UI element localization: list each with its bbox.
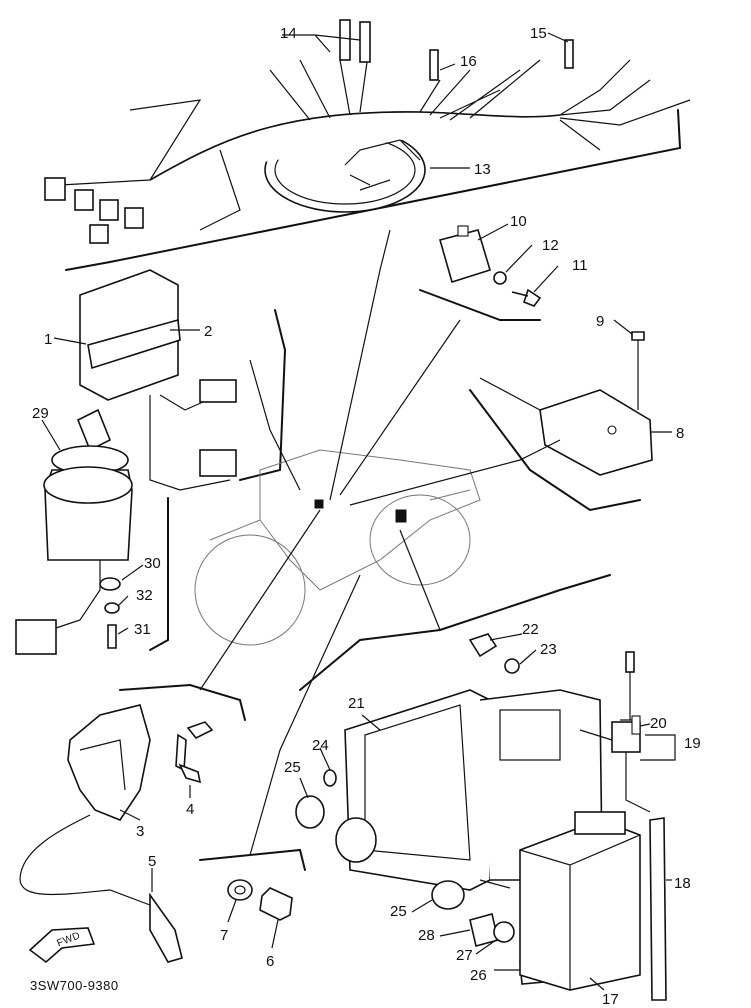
- screw-4: [178, 763, 202, 784]
- band-18: [649, 817, 667, 1001]
- bolt-6: [259, 887, 293, 921]
- screw-11: [511, 288, 542, 307]
- nut-32: [104, 602, 120, 614]
- callout-29: 29: [32, 405, 49, 422]
- main-switch-assembly: [15, 408, 133, 655]
- callout-13: 13: [474, 161, 491, 178]
- damper-25-upper: [295, 795, 325, 829]
- plug-cap-5: [149, 892, 183, 963]
- washer-23: [504, 658, 520, 674]
- relay-assembly: [439, 225, 542, 307]
- callout-4: 4: [186, 801, 194, 818]
- forward-arrow-icon: FWD: [28, 927, 96, 964]
- motorcycle-outline: [194, 449, 481, 646]
- callout-17: 17: [602, 991, 619, 1008]
- callout-7: 7: [220, 927, 228, 944]
- fuse-20: [631, 715, 641, 735]
- callout-23: 23: [540, 641, 557, 658]
- locator-lines: [199, 229, 561, 856]
- callout-2: 2: [204, 323, 212, 340]
- callout-6: 6: [266, 953, 274, 970]
- callout-14: 14: [280, 25, 297, 42]
- grommet-24: [323, 769, 337, 787]
- wire-harness: [44, 19, 691, 244]
- callout-30: 30: [144, 555, 161, 572]
- washer-27: [493, 921, 515, 943]
- callout-20: 20: [650, 715, 667, 732]
- callout-9: 9: [596, 313, 604, 330]
- callout-31: 31: [134, 621, 151, 638]
- callout-24: 24: [312, 737, 329, 754]
- washer-30: [99, 577, 121, 591]
- callout-labels: 1 2 3 4 5 6 7 8 9 10 11 12 13 14 15 16 1…: [32, 25, 701, 1008]
- ignition-coil-assembly: [19, 704, 214, 963]
- cdi-unit-assembly: [79, 269, 237, 491]
- grommet-bolt-assembly: [227, 879, 293, 921]
- diagram-code: 3SW700-9380: [30, 978, 119, 993]
- screw-9: [631, 331, 645, 341]
- leader-lines: [41, 32, 672, 991]
- callout-21: 21: [348, 695, 365, 712]
- callout-27: 27: [456, 947, 473, 964]
- callout-11: 11: [572, 257, 588, 274]
- damper-25-lower: [431, 880, 465, 910]
- group-outlines: [65, 109, 682, 871]
- regulator-8: [539, 389, 653, 476]
- callout-8: 8: [676, 425, 684, 442]
- battery-assembly: [519, 651, 676, 1001]
- callout-16: 16: [460, 53, 477, 70]
- bolt-22: [468, 633, 498, 658]
- callout-10: 10: [510, 213, 527, 230]
- callout-32: 32: [136, 587, 153, 604]
- switch-connector: [15, 619, 57, 655]
- bolt-31: [107, 624, 117, 649]
- callout-26: 26: [470, 967, 487, 984]
- callout-12: 12: [542, 237, 559, 254]
- callout-22: 22: [522, 621, 539, 638]
- callout-28: 28: [418, 927, 435, 944]
- callout-1: 1: [44, 331, 52, 348]
- callout-3: 3: [136, 823, 144, 840]
- washer-12: [493, 271, 507, 285]
- regulator-assembly: [479, 331, 653, 476]
- band-2: [87, 318, 181, 370]
- callout-25-lower: 25: [390, 903, 407, 920]
- washer-7: [227, 879, 253, 901]
- callout-25-upper: 25: [284, 759, 301, 776]
- callout-15: 15: [530, 25, 547, 42]
- callout-18: 18: [674, 875, 691, 892]
- ignition-coil-3: [67, 704, 151, 821]
- callout-5: 5: [148, 853, 156, 870]
- battery-17: [519, 819, 641, 991]
- callout-19: 19: [684, 735, 701, 752]
